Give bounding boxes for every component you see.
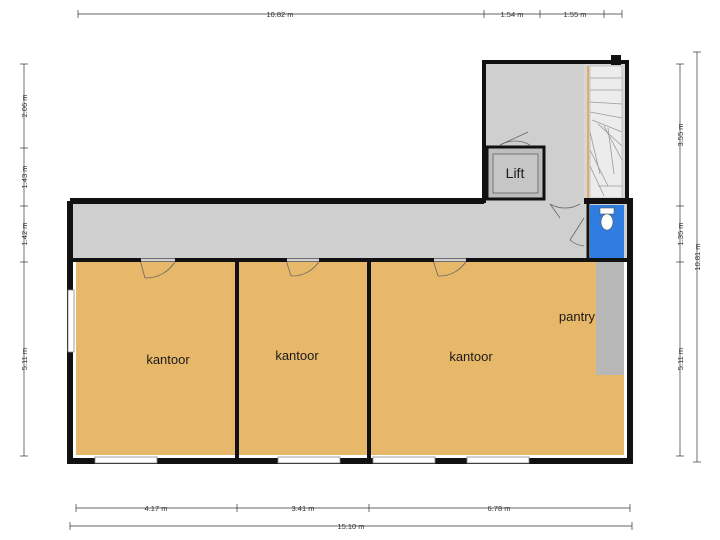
corridor-floor [70, 203, 630, 258]
staircase [589, 65, 623, 199]
office-right-floor [371, 262, 624, 455]
office-right-label: kantoor [449, 349, 493, 364]
dim-left-2: 1.43 m [20, 166, 29, 189]
dim-right-total: 10.81 m [693, 243, 702, 270]
dim-bottom-3: 6.78 m [488, 504, 511, 513]
office-left-floor [76, 262, 235, 455]
dim-right-3: 5.11 m [676, 348, 685, 370]
pantry-label: pantry [559, 309, 596, 324]
dim-bottom-2: 3.41 m [292, 504, 315, 513]
dim-top-3: 1.55 m [564, 10, 587, 19]
pantry-counter [596, 262, 624, 375]
dimension-lines [20, 10, 701, 530]
door-toilet [569, 217, 585, 247]
dim-top-1: 10.82 m [266, 10, 293, 19]
door-stair-corridor [549, 203, 581, 219]
door-stair-hall [499, 131, 531, 146]
lift-label: Lift [506, 165, 525, 181]
dim-left-3: 1.42 m [20, 223, 29, 246]
exterior-walls [67, 198, 633, 464]
windows [67, 289, 530, 464]
dim-right-2: 1.35 m [676, 223, 685, 246]
toilet-icon [599, 207, 615, 231]
dim-left-1: 2.06 m [20, 95, 29, 118]
stair-block-walls [482, 60, 629, 203]
dim-top-2: 1.54 m [501, 10, 524, 19]
lift-cabin [492, 153, 539, 194]
office-middle-label: kantoor [275, 348, 319, 363]
dim-right-1: 3.55 m [676, 124, 685, 147]
office-left-label: kantoor [146, 352, 190, 367]
dim-bottom-1: 4.17 m [145, 504, 168, 513]
dim-bottom-total: 15.10 m [337, 522, 364, 531]
dim-left-4: 5.11 m [20, 348, 29, 370]
wall-corner-block [611, 55, 621, 65]
office-middle-floor [239, 262, 367, 455]
